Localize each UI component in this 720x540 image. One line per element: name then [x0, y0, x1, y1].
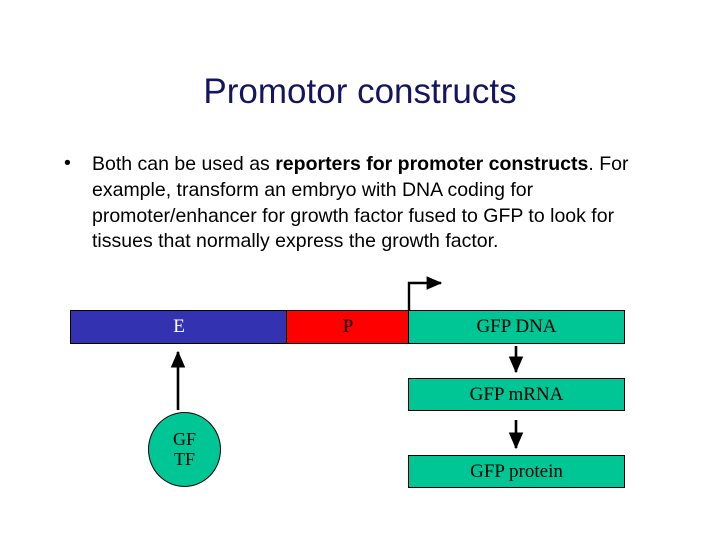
- oval-growth-factor-transcription-factor: GF TF: [148, 412, 221, 487]
- bullet-text-bold: reporters for promoter constructs: [275, 153, 589, 175]
- construct-segment-promoter: P: [286, 310, 410, 344]
- page-title: Promotor constructs: [203, 72, 517, 111]
- box-gfp-protein: GFP protein: [408, 455, 625, 488]
- bullet-text-plain-1: Both can be used as: [92, 153, 276, 175]
- bullet-list: • Both can be used as reporters for promo…: [55, 152, 675, 255]
- construct-segment-enhancer: E: [70, 310, 288, 344]
- bullet-glyph: •: [64, 152, 71, 174]
- construct-segment-gfp-dna: GFP DNA: [408, 310, 625, 344]
- box-gfp-mrna: GFP mRNA: [408, 378, 625, 411]
- list-item: • Both can be used as reporters for promo…: [55, 152, 675, 255]
- oval-label-line2: TF: [173, 448, 195, 469]
- bullet-text-plain-2: . For example, transform an embryo with …: [92, 153, 629, 253]
- transcription-start-arrow: [407, 276, 443, 310]
- oval-label-line1: GF: [172, 429, 196, 450]
